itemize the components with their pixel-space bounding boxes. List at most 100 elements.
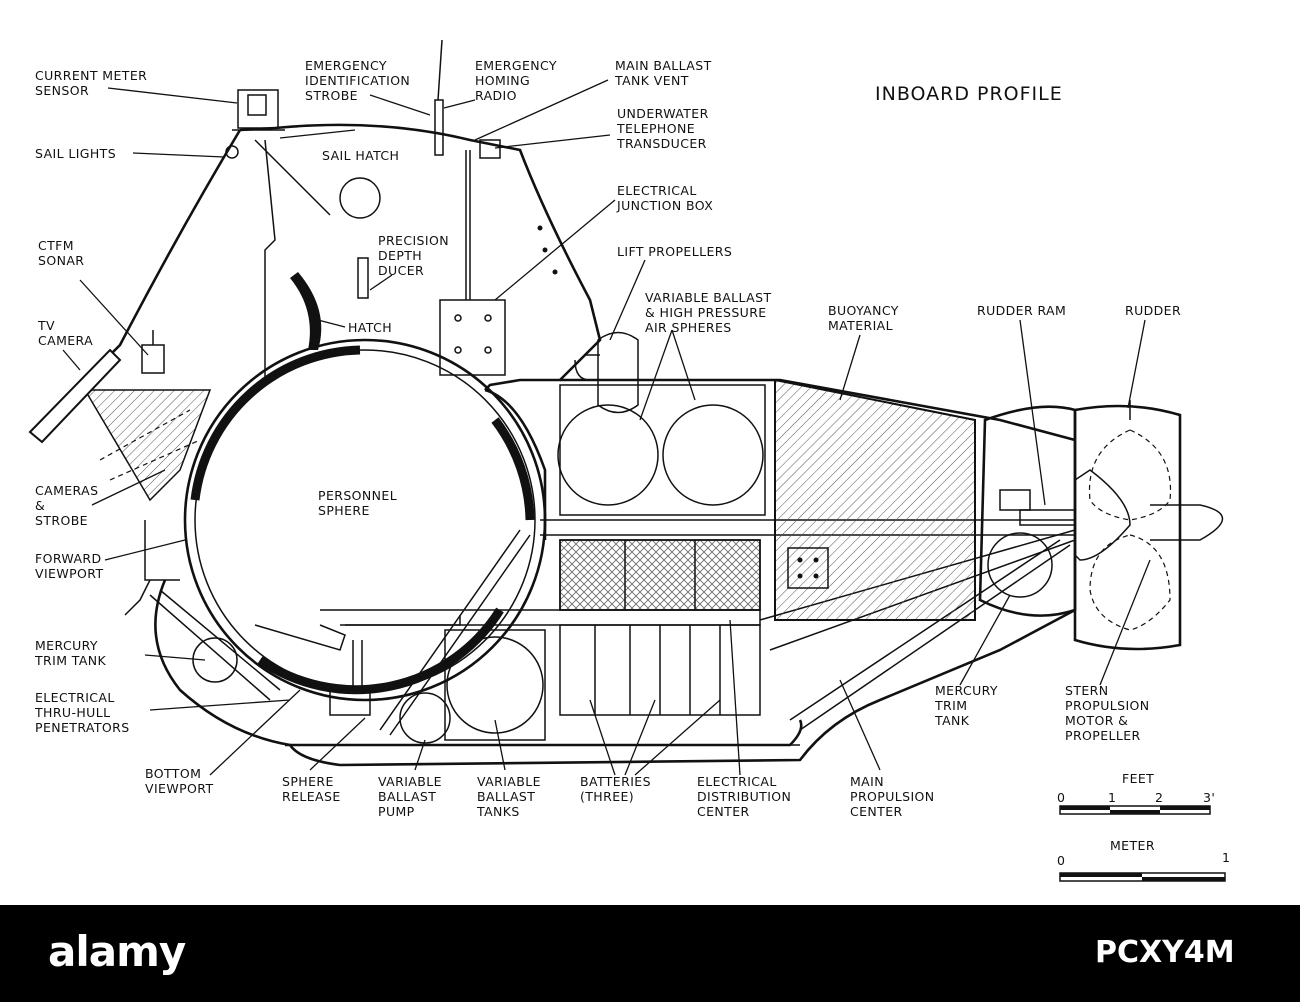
label-hatch: HATCH — [348, 320, 392, 335]
label-mercury-trim-fwd-line-1: TRIM TANK — [34, 653, 107, 668]
label-distribution-line-2: CENTER — [697, 804, 750, 819]
label-rudder-line-0: RUDDER — [1125, 303, 1181, 318]
label-stern-propulsion-line-3: PROPELLER — [1065, 728, 1141, 743]
label-forward-viewport-line-1: VIEWPORT — [35, 566, 103, 581]
label-ballast-vent-line-0: MAIN BALLAST — [615, 58, 712, 73]
label-distribution-line-0: ELECTRICAL — [697, 774, 777, 789]
label-current-meter-line-1: SENSOR — [35, 83, 89, 98]
scale-feet-tick-1: 1 — [1108, 790, 1116, 805]
label-sail-hatch-line-0: SAIL HATCH — [322, 148, 399, 163]
label-personnel-sphere-line-1: SPHERE — [318, 503, 370, 518]
label-ctfm-sonar-line-1: SONAR — [38, 253, 84, 268]
label-distribution-line-1: DISTRIBUTION — [697, 789, 791, 804]
label-hatch-line-0: HATCH — [348, 320, 392, 335]
label-ballast-vent-line-1: TANK VENT — [614, 73, 689, 88]
label-ballast-pump-line-2: PUMP — [378, 804, 415, 819]
label-emergency-strobe-line-0: EMERGENCY — [305, 58, 387, 73]
label-stern-propulsion-line-0: STERN — [1065, 683, 1109, 698]
label-depth-ducer-line-2: DUCER — [378, 263, 424, 278]
label-homing-radio-line-2: RADIO — [475, 88, 517, 103]
label-mercury-trim-aft-line-0: MERCURY — [935, 683, 998, 698]
scale-feet-tick-0: 0 — [1057, 790, 1065, 805]
label-lift-propellers-line-0: LIFT PROPELLERS — [617, 244, 732, 259]
label-junction-box-line-1: JUNCTION BOX — [616, 198, 713, 213]
label-thru-hull-line-0: ELECTRICAL — [35, 690, 115, 705]
label-bottom-viewport-line-0: BOTTOM — [145, 766, 201, 781]
label-cameras-strobe-line-2: STROBE — [35, 513, 88, 528]
label-rudder-ram: RUDDER RAM — [977, 303, 1066, 318]
label-bottom-viewport-line-1: VIEWPORT — [145, 781, 213, 796]
scale-feet-title: FEET — [1122, 771, 1154, 786]
label-rudder-ram-line-0: RUDDER RAM — [977, 303, 1066, 318]
label-cameras-strobe-line-0: CAMERAS — [35, 483, 98, 498]
label-homing-radio-line-1: HOMING — [475, 73, 530, 88]
label-ballast-pump-line-1: BALLAST — [378, 789, 436, 804]
label-thru-hull-line-1: THRU-HULL — [34, 705, 110, 720]
scale-meter-title: METER — [1110, 838, 1155, 853]
label-buoyancy-line-0: BUOYANCY — [828, 303, 899, 318]
hull-drawing — [28, 39, 1223, 767]
scale-meter-tick-0: 0 — [1057, 853, 1065, 868]
diagram-title: INBOARD PROFILE — [875, 83, 1063, 105]
label-air-spheres-line-2: AIR SPHERES — [645, 320, 732, 335]
scale-feet-tick-3: 3' — [1203, 790, 1215, 805]
label-cameras-strobe: CAMERAS&STROBE — [35, 483, 98, 528]
label-junction-box-line-0: ELECTRICAL — [617, 183, 697, 198]
label-emergency-strobe-line-1: IDENTIFICATION — [305, 73, 410, 88]
watermark-footer: alamy PCXY4M — [0, 905, 1300, 1002]
label-batteries-line-1: (THREE) — [580, 789, 634, 804]
label-personnel-sphere-line-0: PERSONNEL — [318, 488, 397, 503]
label-rudder: RUDDER — [1125, 303, 1181, 318]
label-thru-hull-line-2: PENETRATORS — [35, 720, 130, 735]
scale-feet-tick-2: 2 — [1155, 790, 1163, 805]
label-sail-lights-line-0: SAIL LIGHTS — [35, 146, 116, 161]
label-main-propulsion-line-1: PROPULSION — [850, 789, 935, 804]
label-ballast-tanks-line-2: TANKS — [476, 804, 520, 819]
label-current-meter-line-0: CURRENT METER — [35, 68, 147, 83]
label-air-spheres-line-1: & HIGH PRESSURE — [645, 305, 767, 320]
label-telephone-line-2: TRANSDUCER — [616, 136, 707, 151]
label-telephone-line-1: TELEPHONE — [616, 121, 695, 136]
label-telephone-line-0: UNDERWATER — [617, 106, 709, 121]
label-sphere-release-line-1: RELEASE — [282, 789, 341, 804]
image-code: PCXY4M — [1095, 935, 1235, 970]
scale-feet: FEET 0 1 2 3' — [1057, 771, 1215, 815]
label-sphere-release-line-0: SPHERE — [282, 774, 334, 789]
label-homing-radio-line-0: EMERGENCY — [475, 58, 557, 73]
label-lift-propellers: LIFT PROPELLERS — [617, 244, 732, 259]
label-ballast-pump-line-0: VARIABLE — [378, 774, 442, 789]
label-sail-lights: SAIL LIGHTS — [35, 146, 116, 161]
label-ballast-tanks-line-0: VARIABLE — [477, 774, 541, 789]
label-main-propulsion-line-2: CENTER — [850, 804, 903, 819]
label-batteries-line-0: BATTERIES — [580, 774, 651, 789]
label-stern-propulsion-line-2: MOTOR & — [1065, 713, 1128, 728]
label-mercury-trim-aft-line-2: TANK — [934, 713, 970, 728]
scale-meter: METER 0 1 — [1057, 838, 1230, 882]
scale-meter-tick-1: 1 — [1222, 850, 1230, 865]
label-cameras-strobe-line-1: & — [35, 498, 45, 513]
label-tv-camera-line-1: CAMERA — [38, 333, 93, 348]
label-main-propulsion-line-0: MAIN — [850, 774, 884, 789]
